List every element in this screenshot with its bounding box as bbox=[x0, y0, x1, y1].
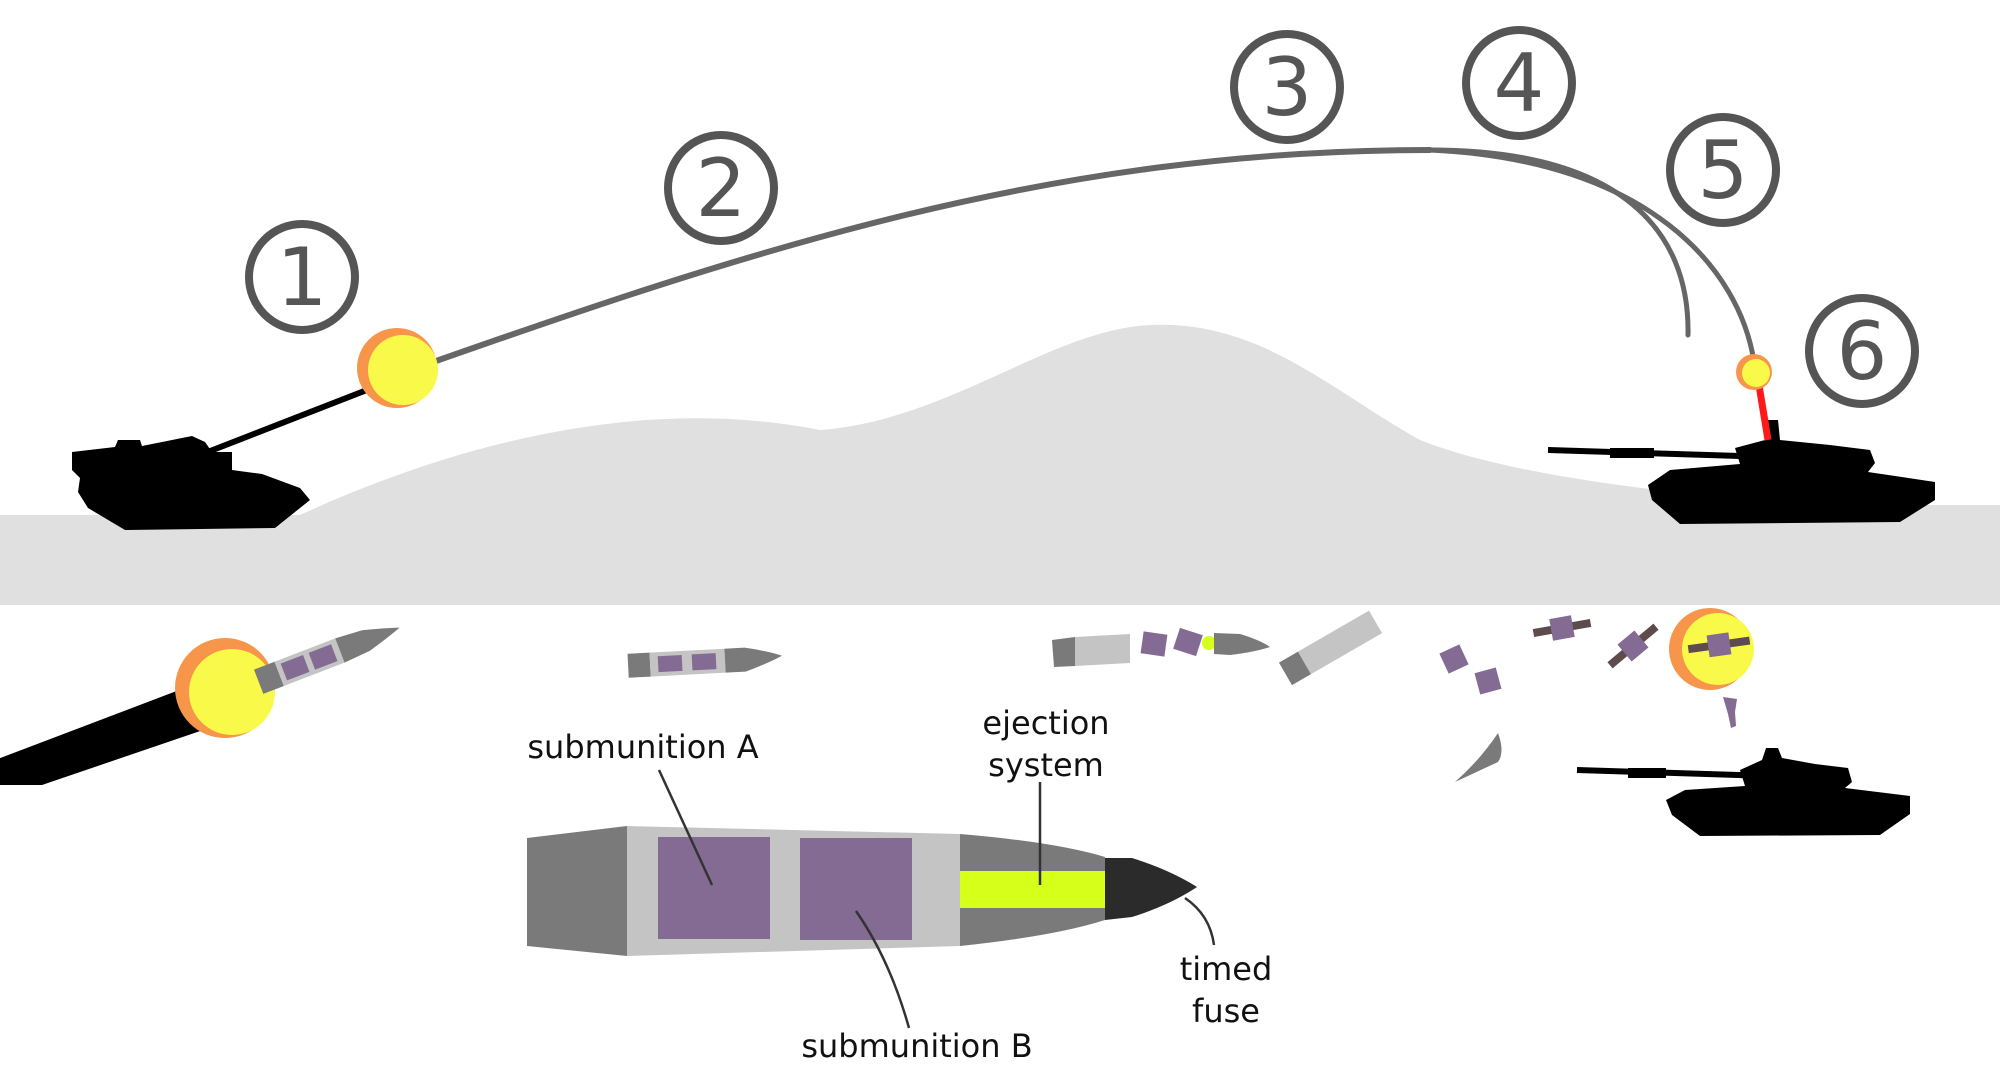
explosively-formed-penetrator bbox=[1723, 697, 1737, 728]
howitzer-silhouette bbox=[72, 385, 374, 530]
cutaway-base bbox=[527, 826, 627, 956]
label-submunition-b: submunition B bbox=[801, 1027, 1032, 1065]
trajectory bbox=[402, 147, 1757, 375]
submunition-b-block bbox=[800, 838, 912, 940]
shell-ejecting bbox=[1052, 627, 1270, 667]
step-3-number: 3 bbox=[1262, 41, 1313, 134]
step-1-circle bbox=[245, 220, 359, 334]
step-6-circle bbox=[1805, 294, 1919, 408]
step-5-number: 5 bbox=[1698, 124, 1749, 217]
terrain bbox=[0, 324, 2000, 605]
step-6-number: 6 bbox=[1837, 305, 1888, 398]
target-tank-bottom bbox=[1576, 748, 1910, 836]
step-1-number: 1 bbox=[277, 231, 328, 324]
shell-in-flight bbox=[627, 647, 782, 678]
step-markers bbox=[245, 26, 1919, 408]
timed-fuse-tip bbox=[1105, 858, 1197, 920]
shell-cutaway bbox=[527, 826, 1197, 956]
label-fuse-line-2: fuse bbox=[1192, 992, 1260, 1030]
step-3-circle bbox=[1230, 30, 1344, 144]
label-ejection-line-1: ejection bbox=[982, 704, 1109, 742]
callout-leaders bbox=[657, 769, 1216, 1029]
howitzer-hull bbox=[72, 436, 310, 530]
target-tank-top bbox=[1547, 420, 1935, 524]
trajectory-main-arc bbox=[402, 147, 1433, 375]
step-2-circle bbox=[664, 131, 778, 245]
leader-submunition-b bbox=[854, 910, 911, 1029]
ejection-charge-block bbox=[960, 871, 1105, 908]
label-ejection-line-2: system bbox=[988, 746, 1104, 784]
submunition-a-block bbox=[658, 837, 770, 939]
shell-leaving-barrel bbox=[253, 627, 400, 694]
step-4-number: 4 bbox=[1494, 37, 1545, 130]
leader-timed-fuse bbox=[1184, 896, 1216, 946]
step-2-number: 2 bbox=[696, 142, 747, 235]
trajectory-fall-target bbox=[1427, 147, 1757, 365]
target-tank-bottom-barrel bbox=[1576, 767, 1771, 779]
scattered-submunitions bbox=[1439, 615, 1659, 695]
howitzer-barrel bbox=[198, 385, 374, 458]
lower-gun-barrel bbox=[0, 684, 212, 785]
step-numbers: 1 2 3 4 5 6 bbox=[277, 37, 1888, 398]
step-4-circle bbox=[1462, 26, 1576, 140]
detonating-submunition bbox=[1669, 608, 1754, 690]
label-submunition-a: submunition A bbox=[527, 728, 758, 766]
step-5-circle bbox=[1666, 113, 1780, 227]
target-tank-top-hull bbox=[1648, 420, 1935, 524]
muzzle-flash-1 bbox=[357, 328, 438, 408]
muzzle-flash-2 bbox=[175, 638, 275, 738]
empty-shell-casing bbox=[1278, 610, 1383, 686]
leader-submunition-a bbox=[657, 769, 714, 886]
trajectory-fall-short bbox=[1427, 147, 1691, 338]
target-tank-bottom-hull bbox=[1666, 748, 1910, 836]
burst-flash-target bbox=[1736, 354, 1772, 390]
label-fuse-line-1: timed bbox=[1180, 950, 1273, 988]
falling-nose-cone bbox=[1455, 733, 1502, 782]
callout-labels: submunition A submunition B ejection sys… bbox=[527, 704, 1272, 1065]
